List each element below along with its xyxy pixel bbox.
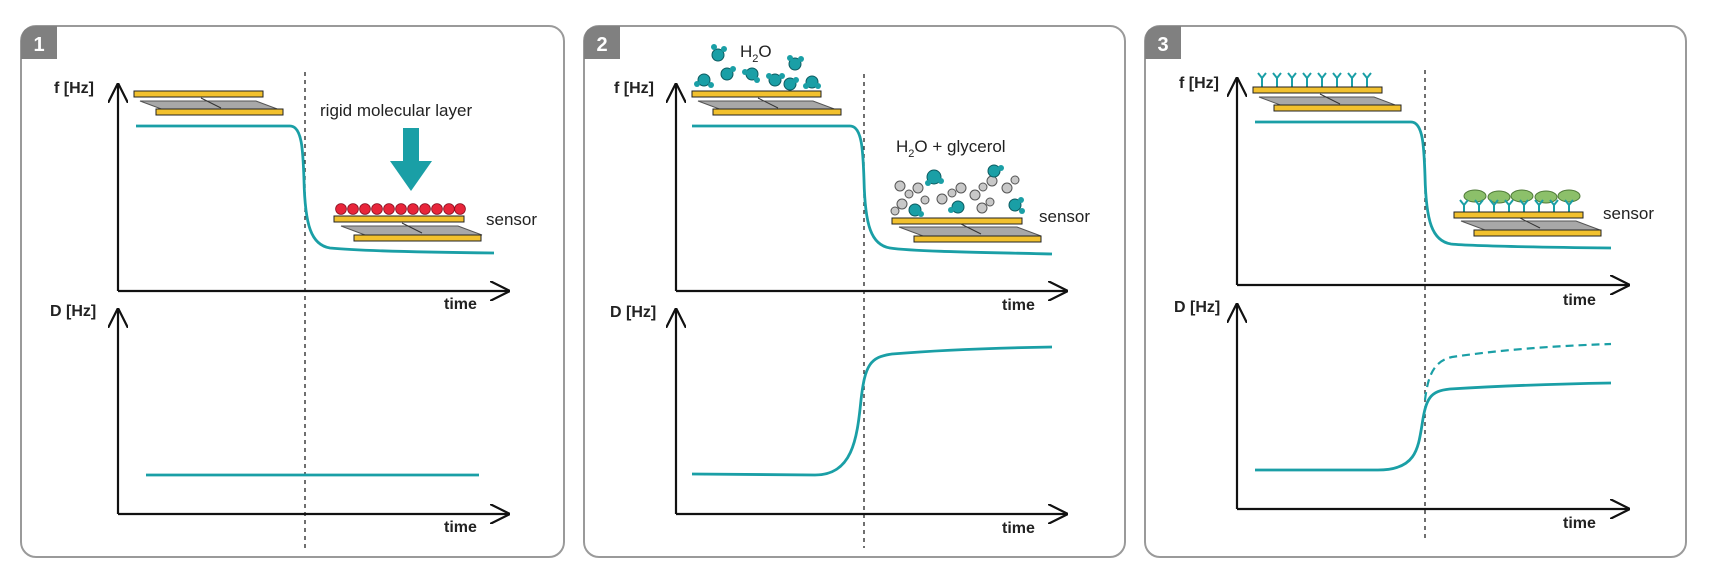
panel-number: 2 <box>596 34 607 56</box>
antibody-layer <box>1459 199 1574 212</box>
f-time-label: time <box>1002 297 1035 314</box>
down-arrow-icon <box>390 128 432 191</box>
sensor-crystal-icon <box>691 90 842 116</box>
D-axis-label: D [Hz] <box>50 303 96 320</box>
f-axis-label: f [Hz] <box>54 80 94 97</box>
sensor-label: sensor <box>486 210 537 229</box>
sensor-with-liquid-icon <box>891 217 1042 243</box>
f-axis-label: f [Hz] <box>1179 75 1219 92</box>
D-curve <box>1255 381 1612 472</box>
panel-frame <box>1144 25 1687 558</box>
sensor-label: sensor <box>1603 204 1654 223</box>
D-axis-label: D [Hz] <box>610 304 656 321</box>
panel-3: 3 f [Hz] time D [Hz] time <box>1144 25 1687 558</box>
antibody-layer <box>1257 72 1372 87</box>
D-time-label: time <box>444 519 477 536</box>
antigen-layer <box>1463 189 1581 204</box>
water-label: H2O <box>740 42 772 65</box>
panel-1: 1 f [Hz] time D [Hz] time rigid molecula… <box>20 25 565 558</box>
f-curve <box>136 124 495 255</box>
f-axis-label: f [Hz] <box>614 80 654 97</box>
D-time-label: time <box>1002 520 1035 537</box>
water-glycerol-molecules-icon <box>890 164 1025 217</box>
sensor-with-bound-antigens-icon <box>1453 189 1602 237</box>
D-time-label: time <box>1563 515 1596 532</box>
molecule-layer <box>335 203 466 215</box>
D-curve-dashed <box>1423 342 1612 401</box>
panel-number-badge <box>584 26 620 59</box>
panel-number: 3 <box>1157 34 1168 56</box>
f-curve <box>1255 120 1612 250</box>
panel-number-badge <box>21 26 57 59</box>
sensor-with-antibodies-icon <box>1252 72 1402 112</box>
panel-number: 1 <box>33 34 44 56</box>
sensor-with-rigid-layer-icon <box>333 203 483 242</box>
f-time-label: time <box>1563 292 1596 309</box>
f-time-label: time <box>444 296 477 313</box>
panel-frame <box>20 25 565 558</box>
panel-2: 2 f [Hz] time D [Hz] time H2O H <box>583 25 1126 558</box>
rigid-layer-label: rigid molecular layer <box>320 101 472 120</box>
sensor-crystal-icon <box>133 90 284 116</box>
f-curve <box>692 124 1053 256</box>
D-axis-label: D [Hz] <box>1174 299 1220 316</box>
panel-number-badge <box>1145 26 1181 59</box>
water-glycerol-label: H2O + glycerol <box>896 137 1006 160</box>
water-molecules-icon <box>694 44 821 91</box>
panel-frame <box>583 25 1126 558</box>
D-curve <box>691 345 1053 477</box>
sensor-label: sensor <box>1039 207 1090 226</box>
